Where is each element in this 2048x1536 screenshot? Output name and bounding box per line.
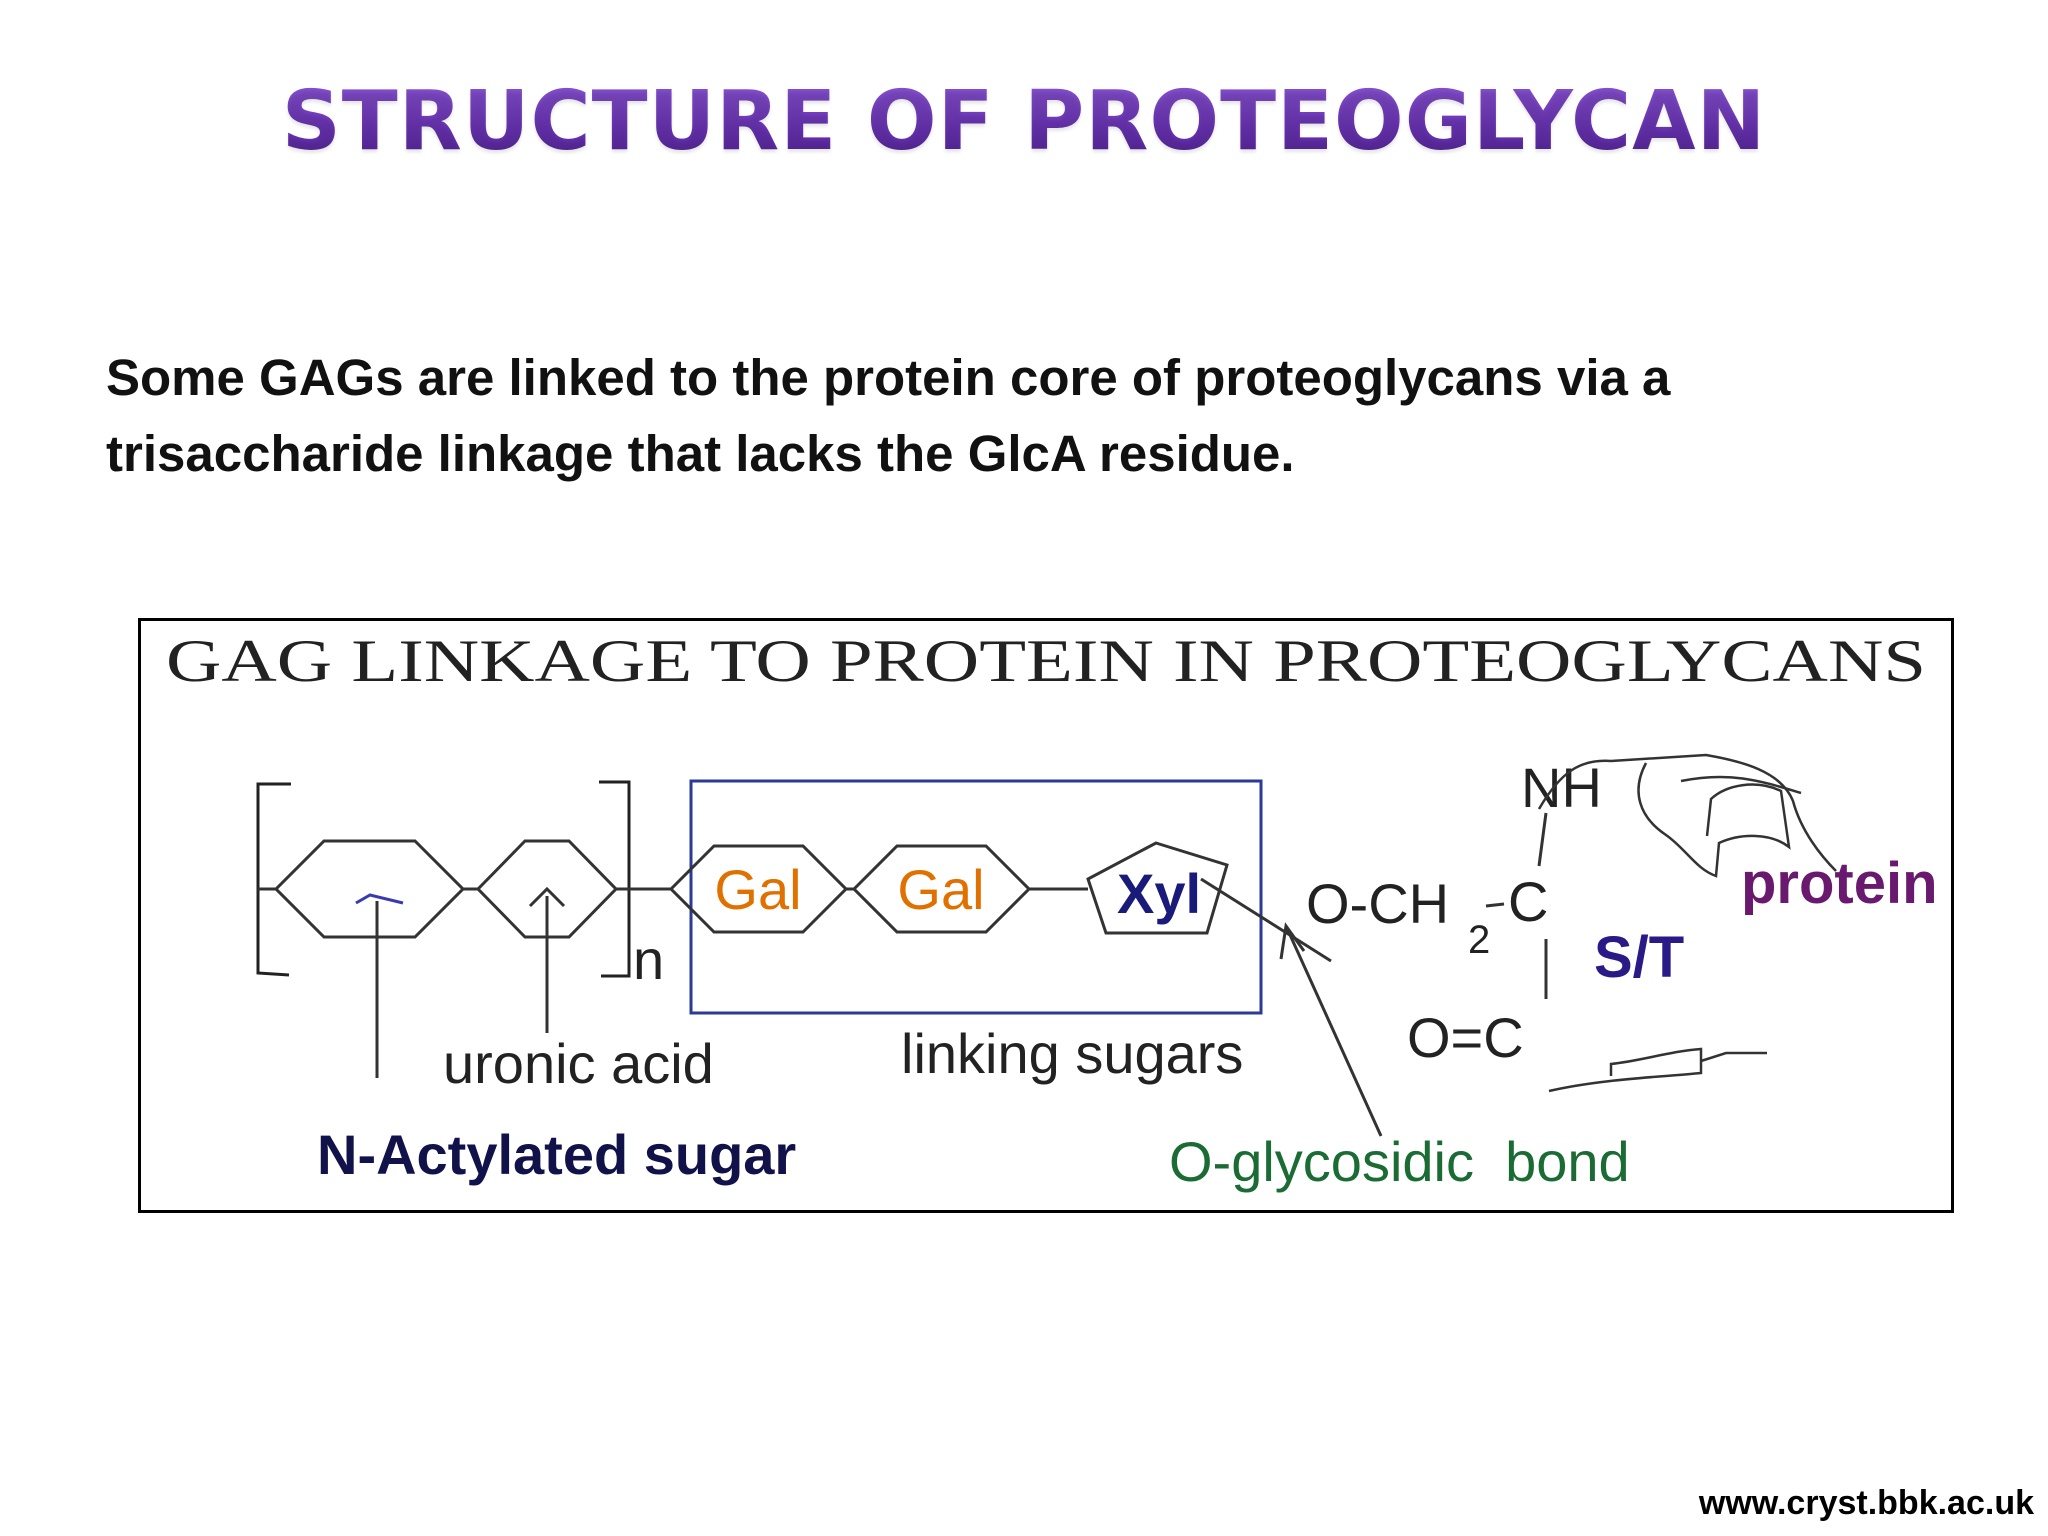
slide-title: STRUCTURE OF PROTEOGLYCAN [0,72,2048,172]
o-glycosidic-bond-label: O-glycosidic bond [1169,1130,1630,1193]
gal-ring-2 [851,844,1032,934]
n-acetylated-sugar-ring [273,839,466,939]
ch2-c-bond [1485,902,1505,908]
n-acetyl-mark [355,893,404,905]
gal-ring-1 [668,844,849,934]
xyl-o-bond [1200,877,1332,963]
diagram-heading: GAG LINKAGE TO PROTEIN IN PROTEOGLYCANS [166,628,1926,694]
subscript-2: 2 [1468,918,1490,962]
linking-sugars-box [689,779,1263,1015]
uronic-acid-ring [475,839,619,939]
gag-linkage-figure: GAG LINKAGE TO PROTEIN IN PROTEOGLYCANS … [138,618,1954,1213]
repeat-bracket-right [599,780,631,978]
intro-line-1: Some GAGs are linked to the protein core… [106,349,1671,406]
nh-label: NH [1521,756,1602,819]
gal-label-1: Gal [714,858,801,921]
n-acetylated-sugar-label: N-Actylated sugar [317,1123,796,1186]
och2-label: O-CH [1306,872,1449,935]
uronic-acid-label: uronic acid [443,1032,714,1095]
gag-linkage-diagram: GAG LINKAGE TO PROTEIN IN PROTEOGLYCANS … [166,628,1938,1193]
serine-threonine-label: S/T [1594,925,1684,990]
linking-sugars-label: linking sugars [901,1022,1243,1085]
xyl-ring [1086,841,1229,935]
repeat-bracket-left [256,782,291,977]
footer-url: www.cryst.bbk.ac.uk [1698,1484,2034,1522]
repeat-subscript-n: n [633,928,664,991]
gal-label-2: Gal [897,858,984,921]
protein-backbone [1537,753,1837,1093]
o-glycosidic-arrow [1279,922,1383,1137]
intro-paragraph: Some GAGs are linked to the protein core… [106,340,1926,492]
intro-line-2: trisaccharide linkage that lacks the Glc… [106,425,1295,482]
xyl-label: Xyl [1117,862,1201,925]
carbonyl-label: O=C [1407,1006,1524,1069]
label-pointer-lines [375,812,1548,1078]
alpha-carbon-label: C [1508,870,1548,933]
uronic-acid-mark [528,886,566,908]
protein-label: protein [1741,851,1938,916]
